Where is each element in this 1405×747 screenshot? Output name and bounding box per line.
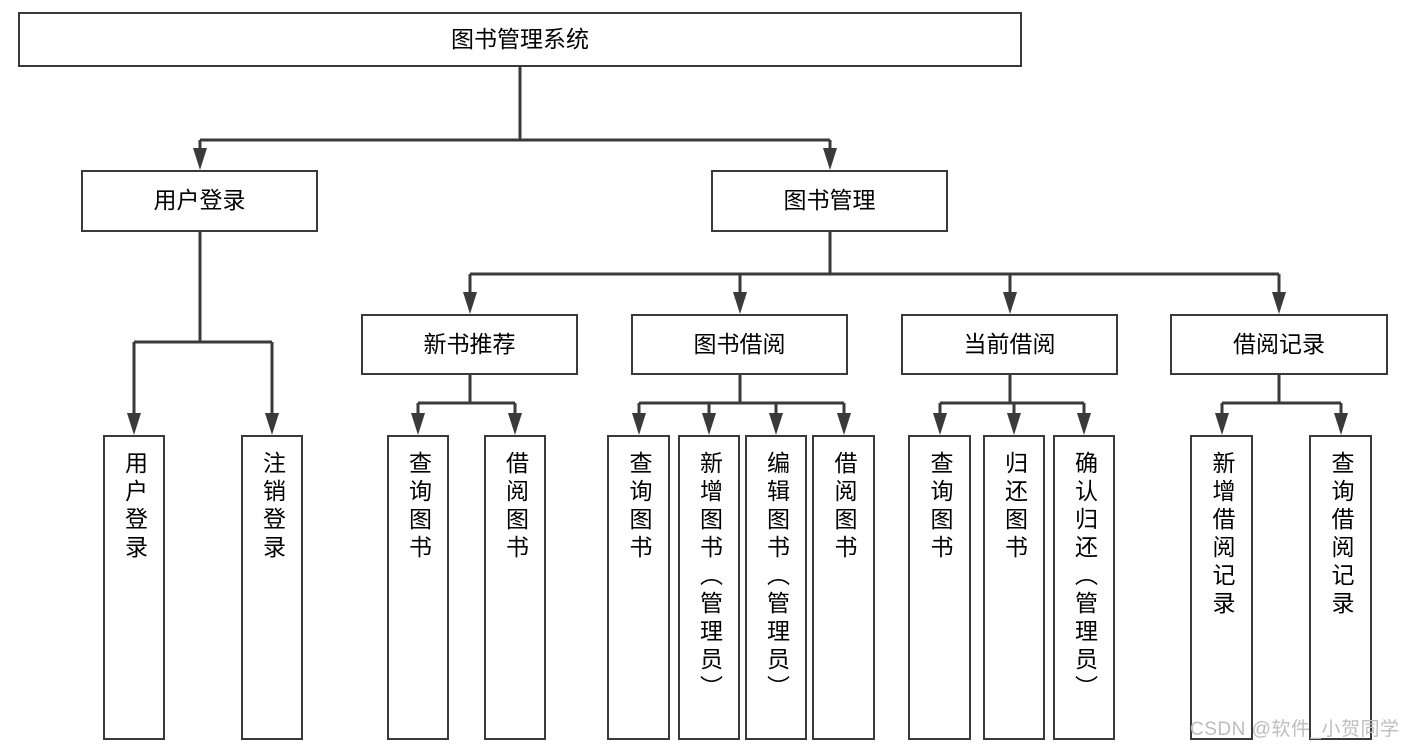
node-label-leaf-borrow-book-rec: 借阅图书	[502, 451, 529, 563]
node-user-login[interactable]: 用户登录	[81, 170, 318, 232]
node-leaf-user-logout[interactable]: 注销登录	[241, 435, 303, 740]
arrowhead-icon-leaf-confirm-return-admin	[1077, 413, 1091, 435]
node-leaf-query-book-borrow[interactable]: 查询图书	[607, 435, 670, 740]
arrowhead-icon-book-borrow	[733, 292, 747, 314]
node-label-leaf-query-book-cur: 查询图书	[927, 451, 953, 563]
node-leaf-borrow-book-rec[interactable]: 借阅图书	[484, 435, 546, 740]
node-label-leaf-return-book: 归还图书	[1001, 451, 1028, 563]
node-label-leaf-add-book-admin: 新增图书（管理员）	[696, 451, 723, 703]
node-label-current-borrow: 当前借阅	[963, 330, 1056, 357]
arrowhead-icon-user-login	[193, 148, 207, 170]
arrowhead-icon-leaf-query-borrow-record	[1334, 413, 1348, 435]
node-leaf-add-book-admin[interactable]: 新增图书（管理员）	[678, 435, 740, 740]
arrowhead-icon-leaf-borrow-book-rec	[508, 413, 522, 435]
node-label-leaf-query-borrow-record: 查询借阅记录	[1328, 451, 1354, 619]
arrowhead-icon-leaf-add-borrow-record	[1215, 413, 1229, 435]
arrowhead-icon-leaf-query-book-borrow	[632, 413, 646, 435]
node-borrow-record[interactable]: 借阅记录	[1170, 314, 1388, 375]
node-label-leaf-add-borrow-record: 新增借阅记录	[1209, 451, 1235, 619]
arrowhead-icon-leaf-user-login	[127, 413, 141, 435]
arrowhead-icon-leaf-query-book-rec	[411, 413, 425, 435]
node-leaf-query-book-cur[interactable]: 查询图书	[908, 435, 971, 740]
arrowhead-icon-leaf-query-book-cur	[933, 413, 947, 435]
node-current-borrow[interactable]: 当前借阅	[901, 314, 1118, 375]
node-label-root: 图书管理系统	[451, 25, 589, 52]
node-book-borrow[interactable]: 图书借阅	[631, 314, 848, 375]
node-label-leaf-query-book-rec: 查询图书	[405, 451, 432, 563]
node-leaf-borrow-book[interactable]: 借阅图书	[812, 435, 875, 740]
node-label-leaf-user-login: 用户登录	[121, 451, 148, 563]
node-leaf-return-book[interactable]: 归还图书	[983, 435, 1045, 740]
node-label-leaf-borrow-book: 借阅图书	[831, 451, 857, 563]
arrowhead-icon-leaf-return-book	[1007, 413, 1021, 435]
node-label-leaf-user-logout: 注销登录	[259, 451, 286, 563]
arrowhead-icon-leaf-user-logout	[265, 413, 279, 435]
node-leaf-edit-book-admin[interactable]: 编辑图书（管理员）	[745, 435, 807, 740]
node-leaf-confirm-return-admin[interactable]: 确认归还（管理员）	[1053, 435, 1115, 740]
arrowhead-icon-leaf-borrow-book	[837, 413, 851, 435]
csdn-watermark: CSDN @软件_小贺同学	[1190, 719, 1400, 740]
node-new-book-recommend[interactable]: 新书推荐	[361, 314, 578, 375]
node-label-user-login: 用户登录	[153, 187, 246, 214]
node-label-book-borrow: 图书借阅	[693, 330, 786, 357]
node-leaf-add-borrow-record[interactable]: 新增借阅记录	[1190, 435, 1253, 740]
arrowhead-icon-new-book-recommend	[463, 292, 477, 314]
arrowhead-icon-borrow-record	[1272, 292, 1286, 314]
node-label-new-book-recommend: 新书推荐	[423, 330, 516, 357]
node-label-leaf-query-book-borrow: 查询图书	[626, 451, 652, 563]
node-leaf-query-book-rec[interactable]: 查询图书	[387, 435, 449, 740]
arrowhead-icon-book-manage	[823, 148, 837, 170]
arrowhead-icon-current-borrow	[1003, 292, 1017, 314]
node-book-manage[interactable]: 图书管理	[711, 170, 948, 232]
node-label-book-manage: 图书管理	[783, 187, 876, 214]
arrowhead-icon-leaf-add-book-admin	[702, 413, 716, 435]
node-leaf-query-borrow-record[interactable]: 查询借阅记录	[1309, 435, 1372, 740]
node-root[interactable]: 图书管理系统	[18, 12, 1022, 67]
node-label-leaf-edit-book-admin: 编辑图书（管理员）	[763, 451, 790, 703]
node-label-borrow-record: 借阅记录	[1233, 330, 1325, 357]
node-label-leaf-confirm-return-admin: 确认归还（管理员）	[1071, 451, 1098, 703]
arrowhead-icon-leaf-edit-book-admin	[769, 413, 783, 435]
node-leaf-user-login[interactable]: 用户登录	[103, 435, 165, 740]
